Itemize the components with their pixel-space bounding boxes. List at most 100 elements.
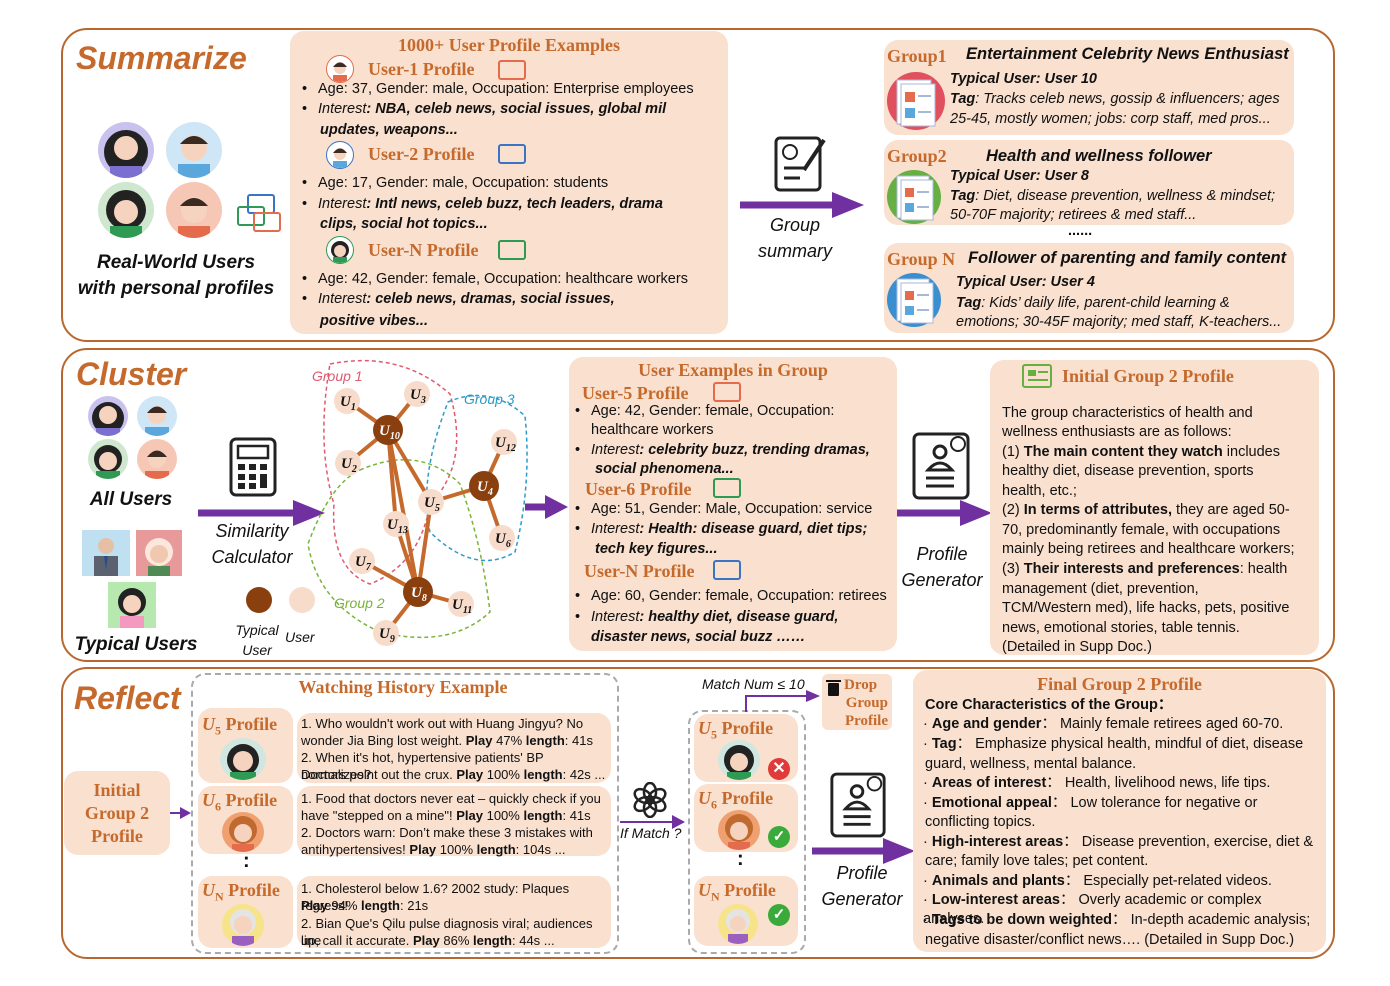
- cluster-graph: Group 1 Group 3 Group 2 U1U3U10U2U12U4U5…: [307, 359, 528, 646]
- user-avatar-1: [88, 396, 128, 436]
- openai-knot-icon: [632, 781, 668, 819]
- group-2-boundary: [307, 459, 491, 639]
- drop-group-profile: Drop Group Profile: [822, 674, 892, 730]
- user-1-profile-title: User-1 Profile: [368, 59, 475, 79]
- examples-title: 1000+ User Profile Examples: [397, 35, 621, 55]
- legend-user-dot: [289, 587, 315, 613]
- graph-edge: [386, 429, 420, 593]
- user-n-interest-2: positive vibes...: [320, 313, 428, 329]
- to-examples-arrow: [525, 495, 568, 519]
- user-examples-group-box: User Examples in Group User-5 Profile •A…: [569, 357, 897, 651]
- group-1-typical: Typical User: User 10: [950, 71, 1097, 87]
- user-1-line: Age: 37, Gender: male, Occupation: Enter…: [318, 81, 694, 97]
- user-avatar-4: [137, 439, 177, 479]
- initial-to-history-arrow: [170, 807, 191, 819]
- group-2-tag: : Diet, disease prevention, wellness & m…: [975, 188, 1276, 204]
- user-2-interest-2: clips, social hot topics...: [320, 216, 488, 232]
- graph-node-u3: [404, 381, 430, 407]
- user-6-profile-title: User-6 Profile: [585, 479, 692, 499]
- group-n-typical: Typical User: User 4: [956, 274, 1095, 290]
- match-profile-u5: U5 Profile ✕: [694, 714, 798, 782]
- graph-edge: [416, 501, 433, 593]
- all-users-label: All Users: [89, 489, 173, 510]
- group-3-boundary: [425, 394, 528, 562]
- history-vdots: :: [243, 850, 250, 872]
- user-1-interest: : NBA, celeb news, social issues, global…: [366, 101, 667, 117]
- user-profile-examples-box: 1000+ User Profile Examples User-1 Profi…: [290, 31, 728, 334]
- watching-history-title: Watching History Example: [298, 677, 508, 697]
- user-5-interest-2: social phenomena...: [595, 461, 734, 477]
- history-profile-un: UN Profile: [198, 876, 293, 948]
- u5-avatar: [220, 738, 266, 780]
- reflect-title: Reflect: [74, 680, 181, 716]
- history-profile-u5: U5 Profile: [198, 708, 293, 783]
- un-avatar: [718, 904, 758, 944]
- history-text-un: 1. Cholesterol below 1.6? 2002 study: Pl…: [297, 876, 611, 948]
- group-1-box: Group1 Entertainment Celebrity News Enth…: [884, 40, 1294, 135]
- graph-node-u12: [491, 429, 517, 455]
- user-2-profile-title: User-2 Profile: [368, 144, 475, 164]
- match-profile-u6: U6 Profile ✓: [694, 784, 798, 852]
- trash-icon: [828, 683, 839, 696]
- calculator-icon: [228, 436, 278, 498]
- group-2-typical: Typical User: User 8: [950, 168, 1089, 184]
- to-final-profile-arrow: [812, 838, 915, 864]
- watching-history-box: [191, 673, 619, 954]
- profile-generator-icon: [828, 770, 888, 840]
- match-num-label: Match Num ≤ 10: [702, 676, 805, 692]
- legend-user-label: User: [285, 629, 315, 645]
- final-group-2-profile-box: Final Group 2 Profile Core Characteristi…: [913, 670, 1326, 952]
- user-2-avatar: [326, 141, 354, 169]
- graph-node-u4: [469, 471, 499, 501]
- group-n-name: Follower of parenting and family content: [968, 249, 1287, 267]
- group-3-label: Group 3: [464, 391, 515, 407]
- document-pen-icon: [770, 132, 830, 194]
- typical-user-photo-3: [108, 582, 156, 628]
- user-5-profile-title: User-5 Profile: [582, 383, 689, 403]
- profile-card-icon: [498, 60, 526, 80]
- initial-profile-title: Initial Group 2 Profile: [1062, 366, 1234, 386]
- user-5-line: Age: 42, Gender: female, Occupation:: [591, 403, 835, 419]
- user-n-profile-title: User-N Profile: [584, 561, 695, 581]
- legend-typical-dot: [246, 587, 272, 613]
- group-2-tag-2: 50-70F majority; retirees & med staff...: [950, 207, 1197, 223]
- accept-check-icon: ✓: [768, 826, 790, 848]
- final-profile-title: Final Group 2 Profile: [1037, 674, 1202, 694]
- user-n-profile-title: User-N Profile: [368, 240, 479, 260]
- typical-users-label: Typical Users: [74, 634, 198, 655]
- user-1-interest-2: updates, weapons...: [320, 122, 458, 138]
- match-vdots: :: [737, 848, 744, 870]
- group-2-id: Group2: [887, 146, 947, 166]
- graph-node-u2: [335, 450, 361, 476]
- cluster-title: Cluster: [76, 356, 187, 392]
- typical-user-photo-2: [136, 530, 182, 576]
- graph-node-u10: [373, 415, 403, 445]
- user-n-line: Age: 42, Gender: female, Occupation: hea…: [318, 271, 688, 287]
- group-n-tag: : Kids’ daily life, parent-child learnin…: [981, 295, 1230, 311]
- history-text-u6: 1. Food that doctors never eat – quickly…: [297, 786, 611, 857]
- to-initial-profile-arrow: [897, 500, 992, 526]
- group-1-id: Group1: [887, 46, 947, 66]
- group-2-name: Health and wellness follower: [986, 147, 1212, 165]
- group-n-id: Group N: [887, 249, 956, 269]
- profile-card-icon: [713, 478, 741, 498]
- group-n-box: Group N Follower of parenting and family…: [884, 243, 1294, 333]
- user-n-interest-2: disaster news, social buzz ……: [591, 629, 806, 645]
- group-n-tag-2: emotions; 30-45F majority; med staff, K-…: [956, 314, 1282, 330]
- u6-avatar: [718, 810, 760, 850]
- initial-group-2-profile-box: Initial Group 2 Profile The group charac…: [990, 360, 1319, 655]
- graph-node-u1: [334, 388, 360, 414]
- group-1-boundary: [323, 359, 458, 585]
- user-avatar-3: [88, 439, 128, 479]
- initial-group-2-input: Initial Group 2 Profile: [64, 771, 170, 855]
- history-text-u5: 1. Who wouldn't work out with Huang Jing…: [297, 713, 611, 783]
- reject-x-icon: ✕: [768, 758, 790, 780]
- user-6-line: Age: 51, Gender: Male, Occupation: servi…: [591, 501, 873, 517]
- profile-generator-icon: [910, 430, 972, 502]
- if-match-label: If Match ?: [620, 825, 682, 841]
- user-n-avatar: [326, 236, 354, 264]
- similarity-arrow: [198, 500, 325, 526]
- user-avatar-2: [166, 122, 222, 178]
